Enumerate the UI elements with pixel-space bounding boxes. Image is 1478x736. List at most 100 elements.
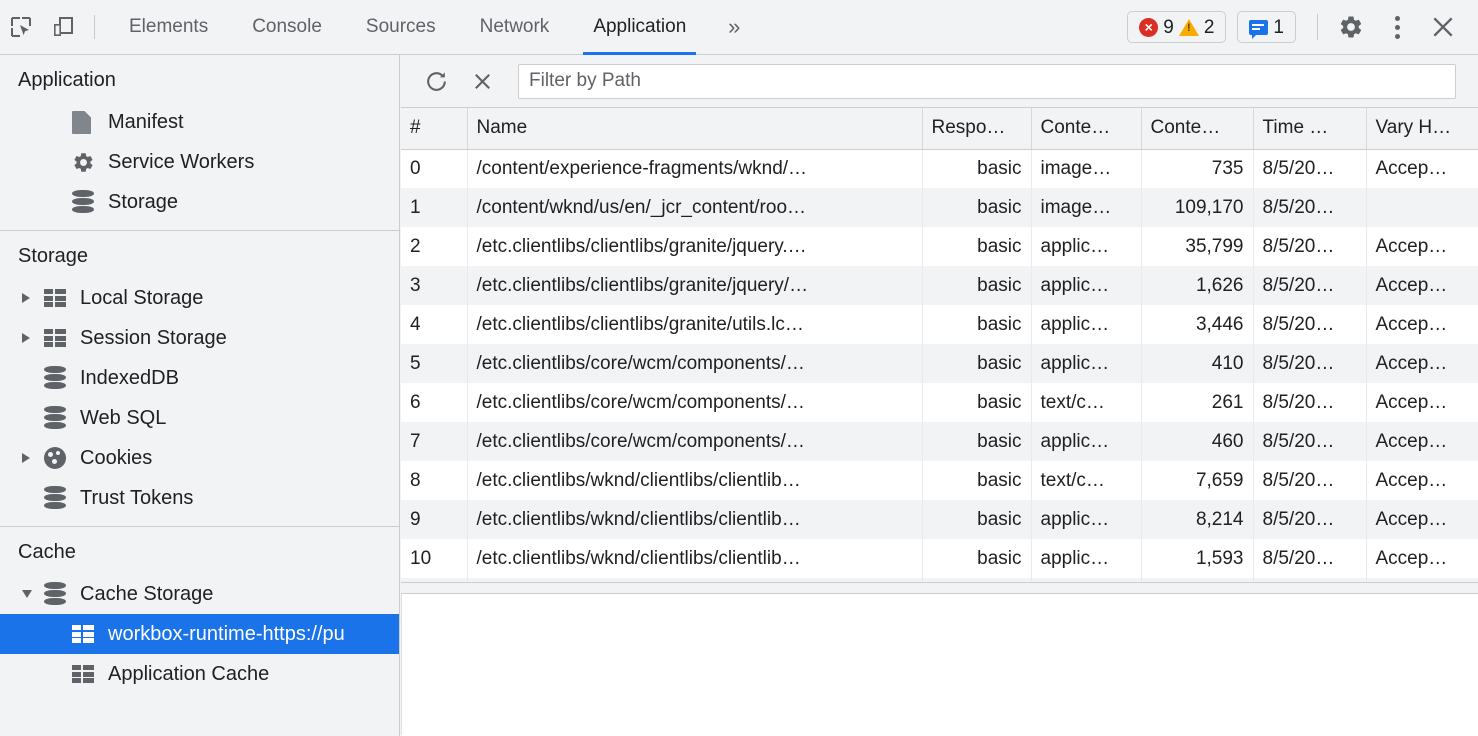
toolbar-divider [94, 15, 95, 39]
kebab-menu-icon[interactable] [1374, 5, 1420, 49]
cell-response-type: basic [922, 344, 1032, 383]
sidebar-item-cookies[interactable]: Cookies [0, 438, 399, 478]
cache-entries-table-wrapper[interactable]: # Name Respo… Conte… Conte… Time … Vary … [401, 108, 1478, 583]
database-icon [44, 406, 78, 430]
table-row[interactable]: 3 /etc.clientlibs/clientlibs/granite/jqu… [401, 266, 1478, 305]
cell-content-length: 3,446 [1141, 305, 1254, 344]
section-title-storage: Storage [18, 245, 89, 267]
tab-application[interactable]: Application [571, 0, 708, 55]
cell-vary-header [1366, 188, 1478, 227]
cell-vary-header: Accep… [1366, 383, 1478, 422]
expand-arrow-icon[interactable] [22, 333, 44, 343]
toolbar-right-actions: × 9 2 1 [1127, 5, 1478, 49]
column-header-time-cached[interactable]: Time … [1253, 108, 1367, 150]
gear-icon [72, 151, 106, 174]
cell-index: 9 [401, 500, 468, 539]
table-row[interactable]: 10 /etc.clientlibs/wknd/clientlibs/clien… [401, 539, 1478, 578]
sidebar-item-indexeddb[interactable]: IndexedDB [0, 358, 399, 398]
table-row[interactable]: 2 /etc.clientlibs/clientlibs/granite/jqu… [401, 227, 1478, 266]
errors-warnings-pill[interactable]: × 9 2 [1127, 11, 1227, 43]
more-tabs-icon[interactable]: » [728, 14, 741, 39]
table-row[interactable]: 0 /content/experience-fragments/wknd/… b… [401, 149, 1478, 188]
sidebar-item-storage[interactable]: Storage [0, 182, 399, 222]
cell-time-cached: 8/5/20… [1253, 344, 1367, 383]
device-toolbar-icon[interactable] [42, 7, 84, 47]
sidebar-item-manifest[interactable]: Manifest [0, 102, 399, 142]
sidebar-section-storage: Storage Local Storage Session Storage In… [0, 231, 399, 527]
cell-name: /etc.clientlibs/clientlibs/granite/utils… [467, 305, 923, 344]
sidebar-item-trust-tokens[interactable]: Trust Tokens [0, 478, 399, 518]
sidebar-item-service-workers[interactable]: Service Workers [0, 142, 399, 182]
gear-icon[interactable] [1328, 5, 1374, 49]
cell-response-type: basic [922, 500, 1032, 539]
sidebar-item-session-storage[interactable]: Session Storage [0, 318, 399, 358]
cell-index: 0 [401, 149, 468, 188]
column-header-content-type[interactable]: Conte… [1031, 108, 1142, 150]
expand-arrow-icon[interactable] [22, 293, 44, 303]
sidebar-item-label: Service Workers [108, 150, 255, 173]
table-row[interactable]: 7 /etc.clientlibs/core/wcm/components/… … [401, 422, 1478, 461]
table-row[interactable]: 6 /etc.clientlibs/core/wcm/components/… … [401, 383, 1478, 422]
table-row[interactable]: 4 /etc.clientlibs/clientlibs/granite/uti… [401, 305, 1478, 344]
sidebar-item-label: Manifest [108, 110, 184, 133]
warning-count: 2 [1203, 16, 1215, 38]
cell-vary-header: Accep… [1366, 305, 1478, 344]
cell-name: /etc.clientlibs/wknd/clientlibs/clientli… [467, 578, 923, 582]
sidebar-item-web-sql[interactable]: Web SQL [0, 398, 399, 438]
cell-vary-header: Accep… [1366, 227, 1478, 266]
cell-vary-header: Accep… [1366, 461, 1478, 500]
cell-time-cached: 8/5/20… [1253, 422, 1367, 461]
inspect-element-icon[interactable] [0, 7, 42, 47]
sidebar-item-cache-storage[interactable]: Cache Storage [0, 574, 399, 614]
cell-time-cached: 8/5/20… [1253, 578, 1367, 582]
section-title-cache: Cache [18, 541, 76, 563]
column-header-content-length[interactable]: Conte… [1141, 108, 1254, 150]
cookie-icon [44, 447, 78, 469]
database-icon [44, 366, 78, 390]
panel-splitter[interactable] [401, 583, 1478, 594]
column-header-vary-header[interactable]: Vary H… [1366, 108, 1478, 150]
cell-vary-header: A… [1366, 578, 1478, 582]
refresh-icon[interactable] [413, 61, 459, 101]
cell-name: /content/experience-fragments/wknd/… [467, 149, 923, 188]
warning-icon [1178, 18, 1199, 36]
column-header-response-type[interactable]: Respo… [922, 108, 1032, 150]
cell-content-length: 109,170 [1141, 188, 1254, 227]
sidebar-item-workbox-runtime-cache[interactable]: workbox-runtime-https://pu [0, 614, 399, 654]
table-row[interactable]: 9 /etc.clientlibs/wknd/clientlibs/client… [401, 500, 1478, 539]
filter-by-path-input[interactable] [518, 63, 1456, 99]
messages-pill[interactable]: 1 [1237, 11, 1296, 43]
close-icon[interactable] [1420, 5, 1466, 49]
cell-content-length: 410 [1141, 344, 1254, 383]
error-count: 9 [1163, 16, 1174, 38]
sidebar-item-local-storage[interactable]: Local Storage [0, 278, 399, 318]
expand-arrow-icon[interactable] [22, 453, 44, 463]
cell-index: 5 [401, 344, 468, 383]
table-row[interactable]: 8 /etc.clientlibs/wknd/clientlibs/client… [401, 461, 1478, 500]
sidebar-item-label: Session Storage [80, 326, 227, 349]
table-row[interactable]: 5 /etc.clientlibs/core/wcm/components/… … [401, 344, 1478, 383]
table-header-row: # Name Respo… Conte… Conte… Time … Vary … [401, 108, 1478, 150]
cache-entries-table: # Name Respo… Conte… Conte… Time … Vary … [401, 108, 1478, 582]
cell-name: /etc.clientlibs/wknd/clientlibs/clientli… [467, 500, 923, 539]
collapse-arrow-icon[interactable] [22, 590, 44, 598]
table-row[interactable]: 1 /content/wknd/us/en/_jcr_content/roo… … [401, 188, 1478, 227]
cell-response-type: basic [922, 305, 1032, 344]
table-row[interactable]: 11 /etc.clientlibs/wknd/clientlibs/clien… [401, 578, 1478, 582]
sidebar-item-label: Cookies [80, 446, 153, 469]
tab-console[interactable]: Console [230, 0, 344, 55]
tab-sources[interactable]: Sources [344, 0, 458, 55]
cell-content-type: applic… [1031, 305, 1142, 344]
application-sidebar[interactable]: Application Manifest Service Workers Sto [0, 55, 400, 736]
tab-elements[interactable]: Elements [107, 0, 230, 55]
column-header-index[interactable]: # [401, 108, 468, 150]
cell-time-cached: 8/5/20… [1253, 149, 1367, 188]
clear-icon[interactable] [459, 61, 505, 101]
tab-network[interactable]: Network [458, 0, 572, 55]
sidebar-item-application-cache[interactable]: Application Cache [0, 654, 399, 694]
cell-index: 6 [401, 383, 468, 422]
cell-time-cached: 8/5/20… [1253, 266, 1367, 305]
sidebar-item-label: IndexedDB [80, 366, 179, 389]
column-header-name[interactable]: Name [467, 108, 923, 150]
